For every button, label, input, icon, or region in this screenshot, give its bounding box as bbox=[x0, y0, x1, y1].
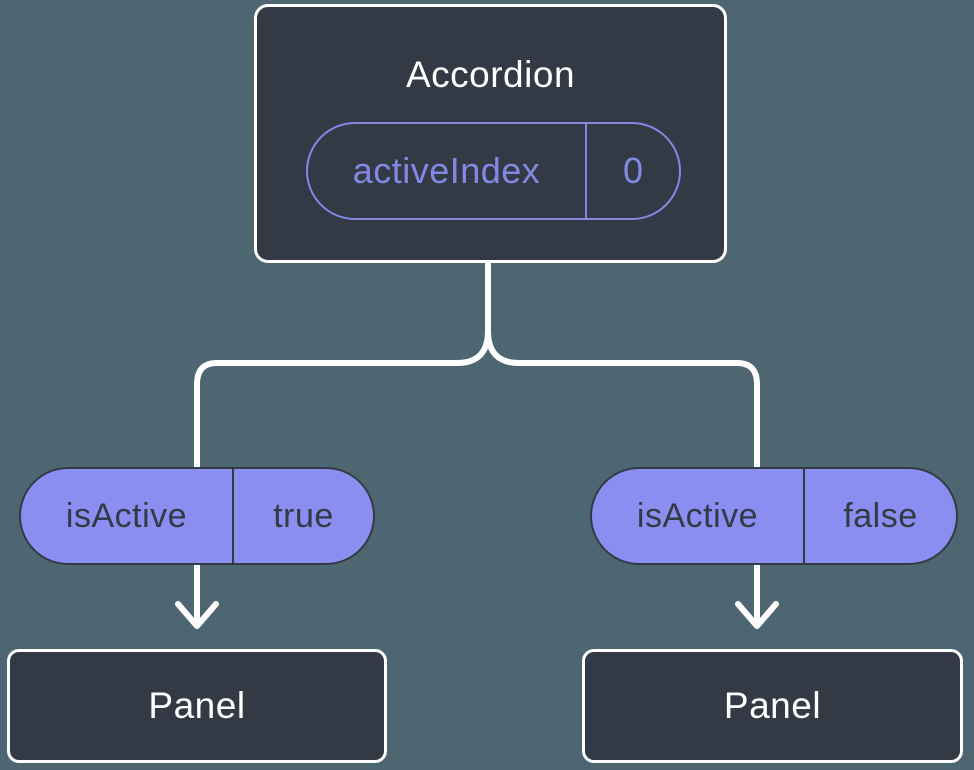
panel-node-right: Panel bbox=[582, 649, 963, 763]
prop-name: isActive bbox=[592, 469, 805, 563]
state-pill: activeIndex 0 bbox=[306, 122, 681, 220]
accordion-node: Accordion activeIndex 0 bbox=[254, 4, 727, 263]
arrowhead-down-left-icon bbox=[175, 601, 219, 629]
prop-pill-left: isActive true bbox=[19, 467, 375, 565]
prop-pill-right: isActive false bbox=[590, 467, 958, 565]
prop-value: false bbox=[843, 496, 918, 535]
prop-value: true bbox=[273, 496, 334, 535]
node-title: Accordion bbox=[405, 54, 576, 95]
connector-left-branch bbox=[194, 260, 491, 471]
prop-name: isActive bbox=[21, 469, 234, 563]
state-name: activeIndex bbox=[308, 124, 587, 218]
arrowhead-down-right-icon bbox=[735, 601, 779, 629]
panel-node-left: Panel bbox=[7, 649, 387, 763]
node-title: Panel bbox=[723, 685, 822, 726]
node-title: Panel bbox=[148, 685, 246, 726]
state-value: 0 bbox=[622, 150, 644, 191]
connector-right-branch bbox=[485, 328, 760, 471]
